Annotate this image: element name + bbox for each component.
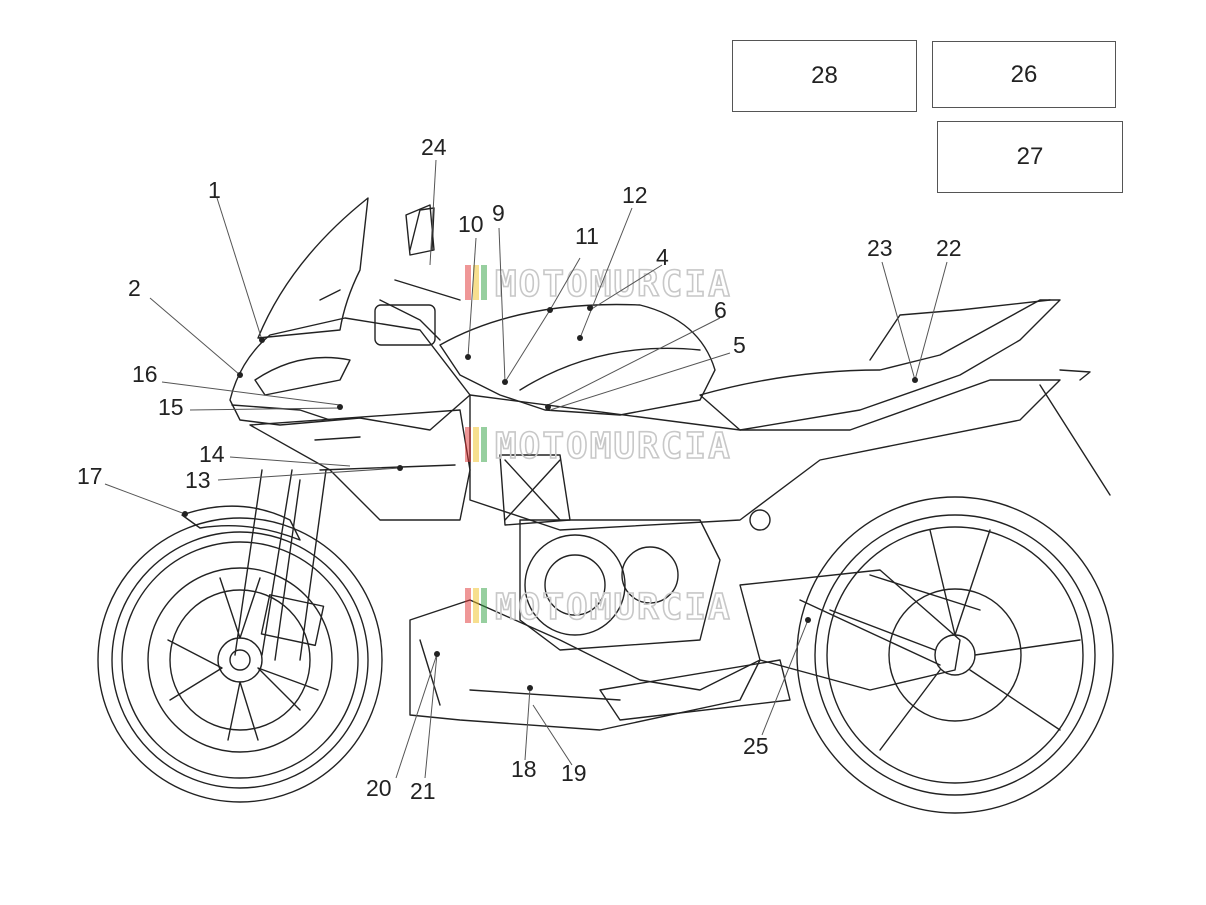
callout-18: 18 bbox=[511, 756, 537, 782]
tail bbox=[869, 299, 1111, 496]
callout-25: 25 bbox=[743, 733, 769, 759]
handlebar bbox=[379, 207, 461, 341]
callout-20: 20 bbox=[366, 775, 392, 801]
rear-wheel bbox=[796, 496, 1114, 814]
callout-16: 16 bbox=[132, 361, 158, 387]
callout-5: 5 bbox=[733, 332, 746, 358]
watermark-text-1: MOTOMURCIA bbox=[495, 264, 732, 305]
callout-11: 11 bbox=[575, 223, 599, 249]
front-fairing bbox=[229, 317, 471, 431]
callout-13: 13 bbox=[185, 467, 211, 493]
swingarm bbox=[739, 569, 961, 691]
callout-21: 21 bbox=[410, 778, 436, 804]
label-box-28: 28 bbox=[732, 40, 917, 112]
label-box-27: 27 bbox=[937, 121, 1123, 193]
seat bbox=[699, 299, 1061, 431]
callout-6: 6 bbox=[714, 297, 727, 323]
front-fork bbox=[234, 469, 327, 661]
mirror bbox=[405, 204, 435, 256]
callout-22: 22 bbox=[936, 235, 962, 261]
callout-15: 15 bbox=[158, 394, 184, 420]
callout-23: 23 bbox=[867, 235, 893, 261]
callout-12: 12 bbox=[622, 182, 648, 208]
callout-14: 14 bbox=[199, 441, 225, 467]
leader-lines bbox=[104, 159, 948, 779]
callout-1: 1 bbox=[208, 177, 221, 203]
callout-17: 17 bbox=[77, 463, 103, 489]
callout-2: 2 bbox=[128, 275, 141, 301]
watermark-text-2: MOTOMURCIA bbox=[495, 426, 732, 467]
callout-4: 4 bbox=[656, 244, 669, 270]
callout-19: 19 bbox=[561, 760, 587, 786]
callout-10: 10 bbox=[458, 211, 484, 237]
front-fender bbox=[181, 505, 301, 541]
callout-24: 24 bbox=[421, 134, 447, 160]
watermark-group: MOTOMURCIA MOTOMURCIA MOTOMURCIA bbox=[465, 263, 732, 629]
callout-dots bbox=[182, 305, 918, 691]
fuel-tank bbox=[439, 303, 716, 416]
watermark-text-3: MOTOMURCIA bbox=[495, 587, 732, 628]
callout-9: 9 bbox=[492, 200, 505, 226]
label-box-26: 26 bbox=[932, 41, 1116, 108]
exhaust bbox=[599, 659, 791, 721]
windscreen bbox=[257, 197, 369, 339]
front-wheel bbox=[97, 517, 383, 803]
callout-labels: 1 2 4 5 6 9 10 11 12 13 14 15 16 17 18 1… bbox=[77, 134, 962, 804]
